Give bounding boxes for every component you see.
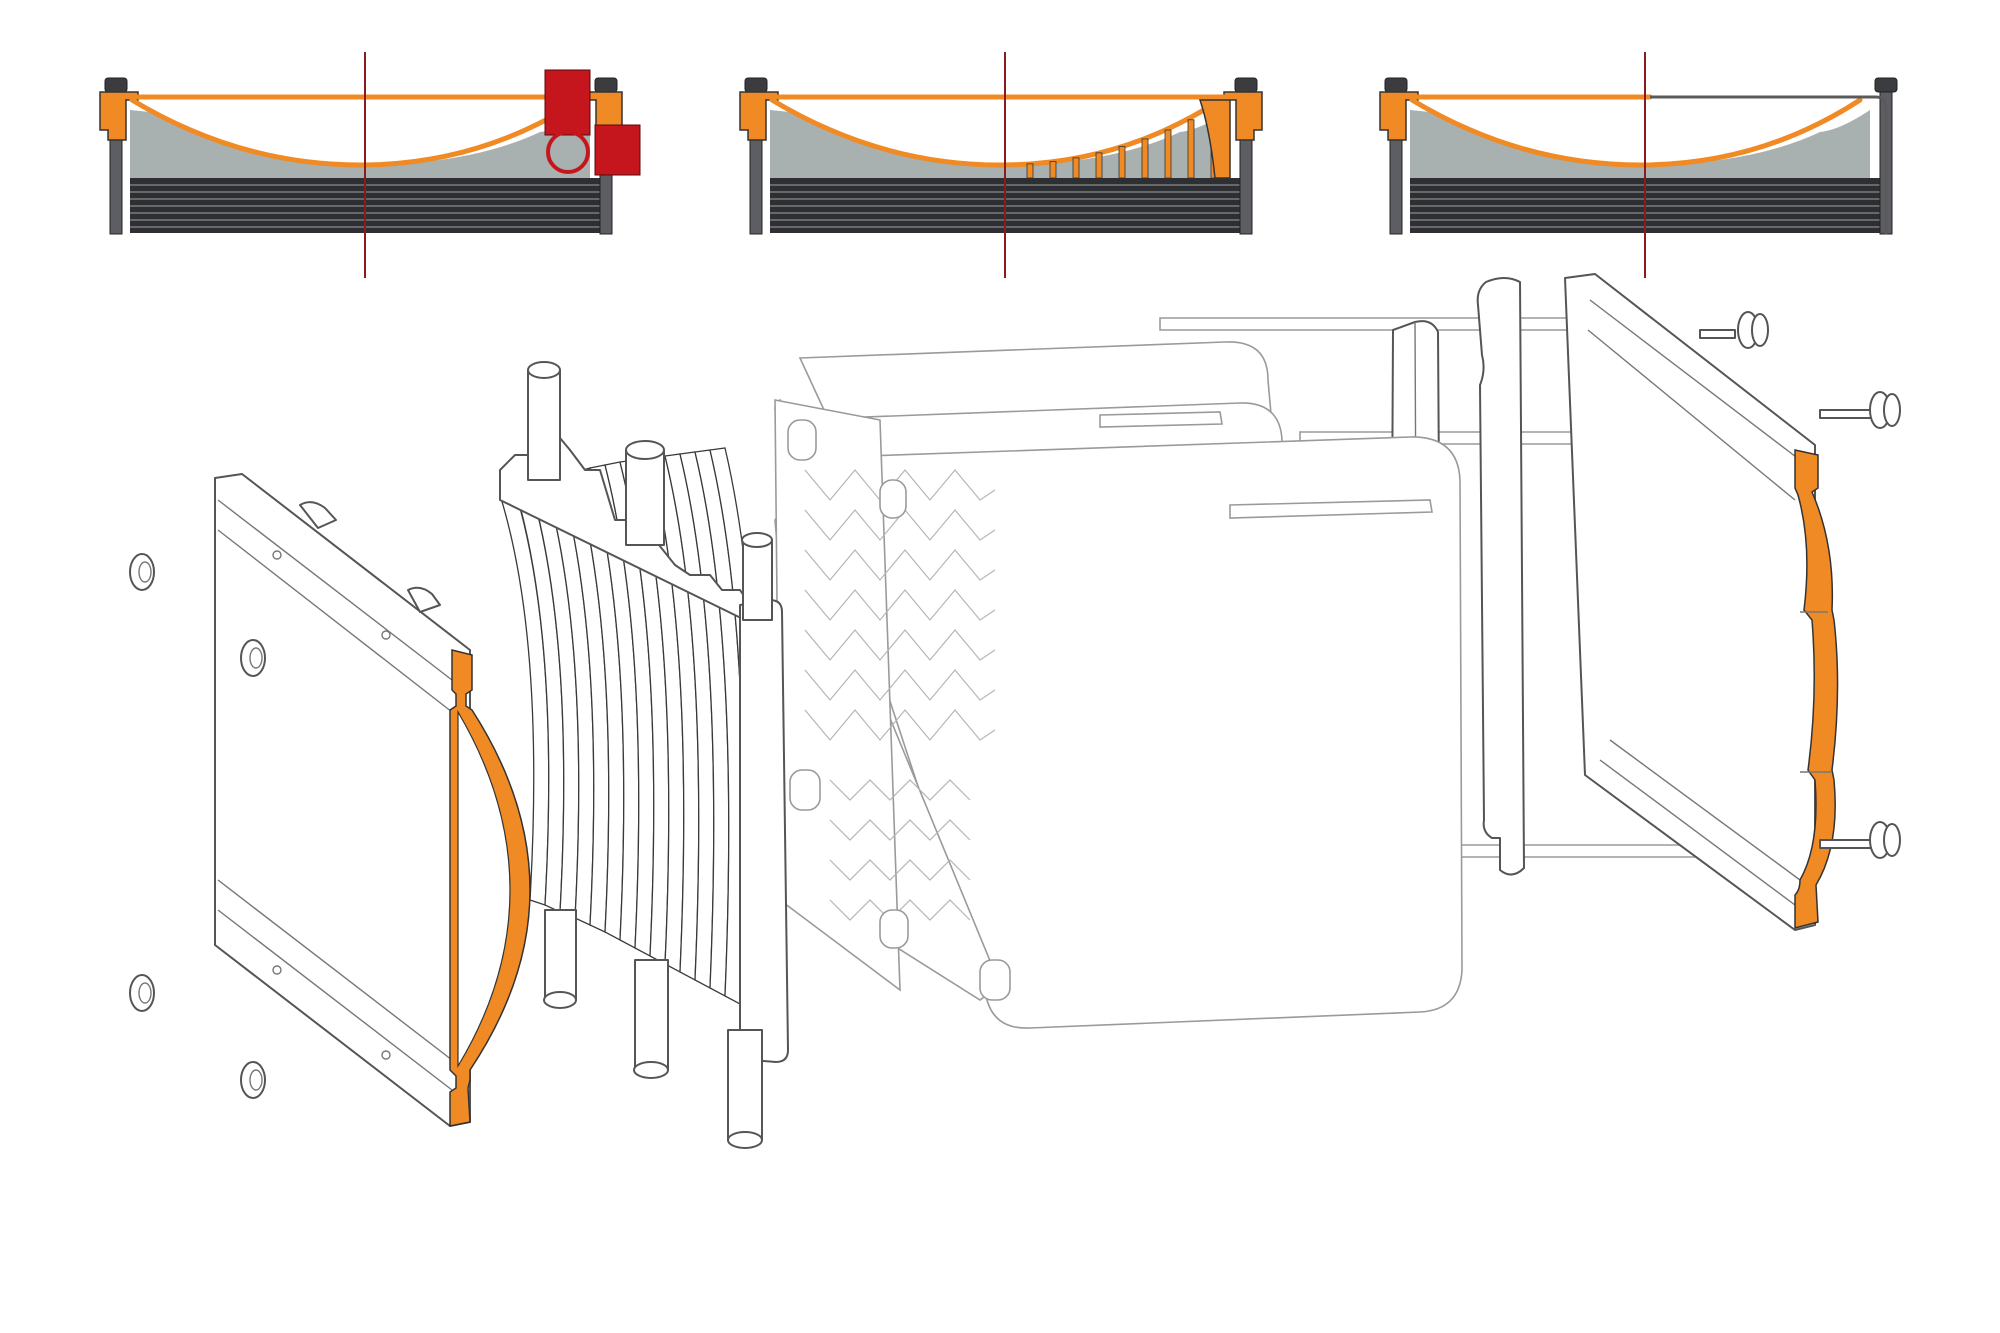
tie-rod-nut <box>1234 77 1258 93</box>
tie-rod-nut <box>1384 77 1408 93</box>
heat-transfer-plates <box>774 341 1463 1029</box>
cross-section-curved-plate <box>1379 52 1898 278</box>
bolt <box>1819 821 1901 859</box>
cross-section-with-ribs <box>739 52 1263 278</box>
tie-rod-nut <box>744 77 768 93</box>
flexible-plate-curve <box>129 97 583 168</box>
flexible-plate-curve <box>769 97 1223 168</box>
nut <box>240 1061 266 1099</box>
pressure-plate-profile <box>1794 449 1839 929</box>
nut <box>129 553 155 591</box>
tightening-bolts <box>1699 311 1901 859</box>
exploded-assembly <box>129 273 1901 1149</box>
pipe <box>727 1029 763 1149</box>
pipe <box>741 532 773 621</box>
fixed-frame-plate <box>214 473 531 1127</box>
flexible-plate-curve <box>1409 97 1863 168</box>
nut <box>129 974 155 1012</box>
pressure-plate <box>1564 273 1839 931</box>
tie-rod-nut <box>104 77 128 93</box>
tie-rod-nut <box>594 77 618 93</box>
pipe <box>543 909 577 1009</box>
cross-section-panels <box>99 52 1898 278</box>
port-pipes <box>527 361 773 1149</box>
cross-section-with-valve <box>99 52 641 278</box>
pipe <box>633 959 669 1079</box>
nuts <box>129 553 266 1099</box>
bolt <box>1819 391 1901 429</box>
bolt <box>1699 311 1769 349</box>
pipe <box>625 440 665 546</box>
tie-rod-nut <box>1874 77 1898 93</box>
pipe <box>527 361 561 481</box>
plate-corrugation-pattern <box>804 469 996 921</box>
nut <box>240 639 266 677</box>
valve <box>544 69 641 176</box>
